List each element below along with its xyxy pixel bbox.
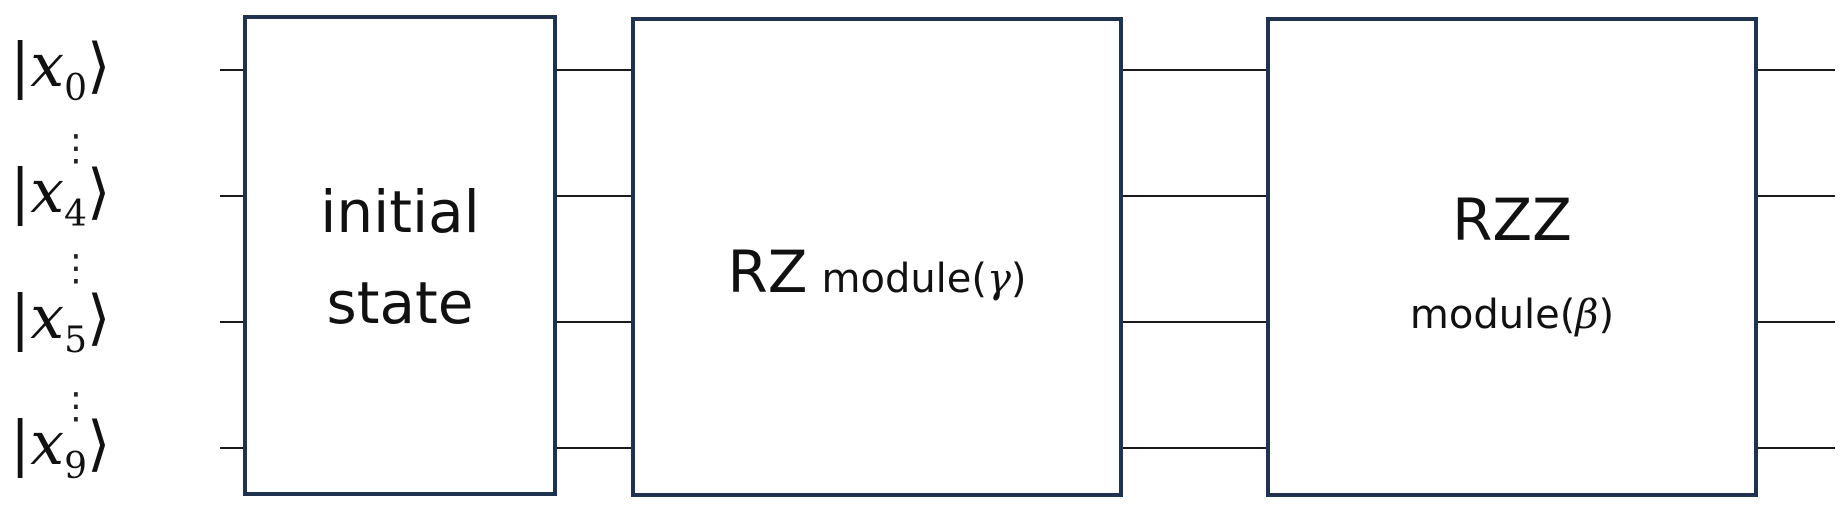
rzz-module-param-label: module(β) xyxy=(1410,292,1614,338)
ket-x0: |x0⟩ xyxy=(10,31,110,109)
rzz-module-block: RZZ module(β) xyxy=(1266,17,1758,497)
qubit-labels: |x0⟩ |x4⟩ |x5⟩ |x9⟩ xyxy=(10,31,110,487)
ket-x9: |x9⟩ xyxy=(10,409,110,487)
rzz-module-box xyxy=(1266,17,1758,497)
ellipsis-2: ⋮ xyxy=(58,248,94,289)
rz-module-label: RZ module(γ) xyxy=(727,238,1026,306)
ket-x4: |x4⟩ xyxy=(10,157,110,235)
ellipsis-1: ⋮ xyxy=(58,128,94,169)
initial-state-block: initial state xyxy=(243,15,557,496)
rz-main-label: RZ xyxy=(727,238,807,306)
rzz-main-label: RZZ xyxy=(1452,186,1572,254)
ellipsis-3: ⋮ xyxy=(58,386,94,427)
rz-gamma-param: γ xyxy=(987,256,1011,302)
rzz-close-paren: ) xyxy=(1599,292,1615,338)
rz-close-paren: ) xyxy=(1011,256,1027,302)
initial-state-line2: state xyxy=(327,269,474,337)
rz-module-block: RZ module(γ) xyxy=(631,17,1123,497)
rzz-suffix-label: module( xyxy=(1410,292,1576,338)
rz-suffix-label: module( xyxy=(822,256,988,302)
ellipsis-markers: ⋮ ⋮ ⋮ xyxy=(58,128,94,427)
rzz-beta-param: β xyxy=(1573,292,1598,338)
initial-state-line1: initial xyxy=(320,178,480,246)
rz-module-box xyxy=(631,17,1123,497)
initial-state-box xyxy=(243,15,557,496)
ket-x5: |x5⟩ xyxy=(10,283,110,361)
